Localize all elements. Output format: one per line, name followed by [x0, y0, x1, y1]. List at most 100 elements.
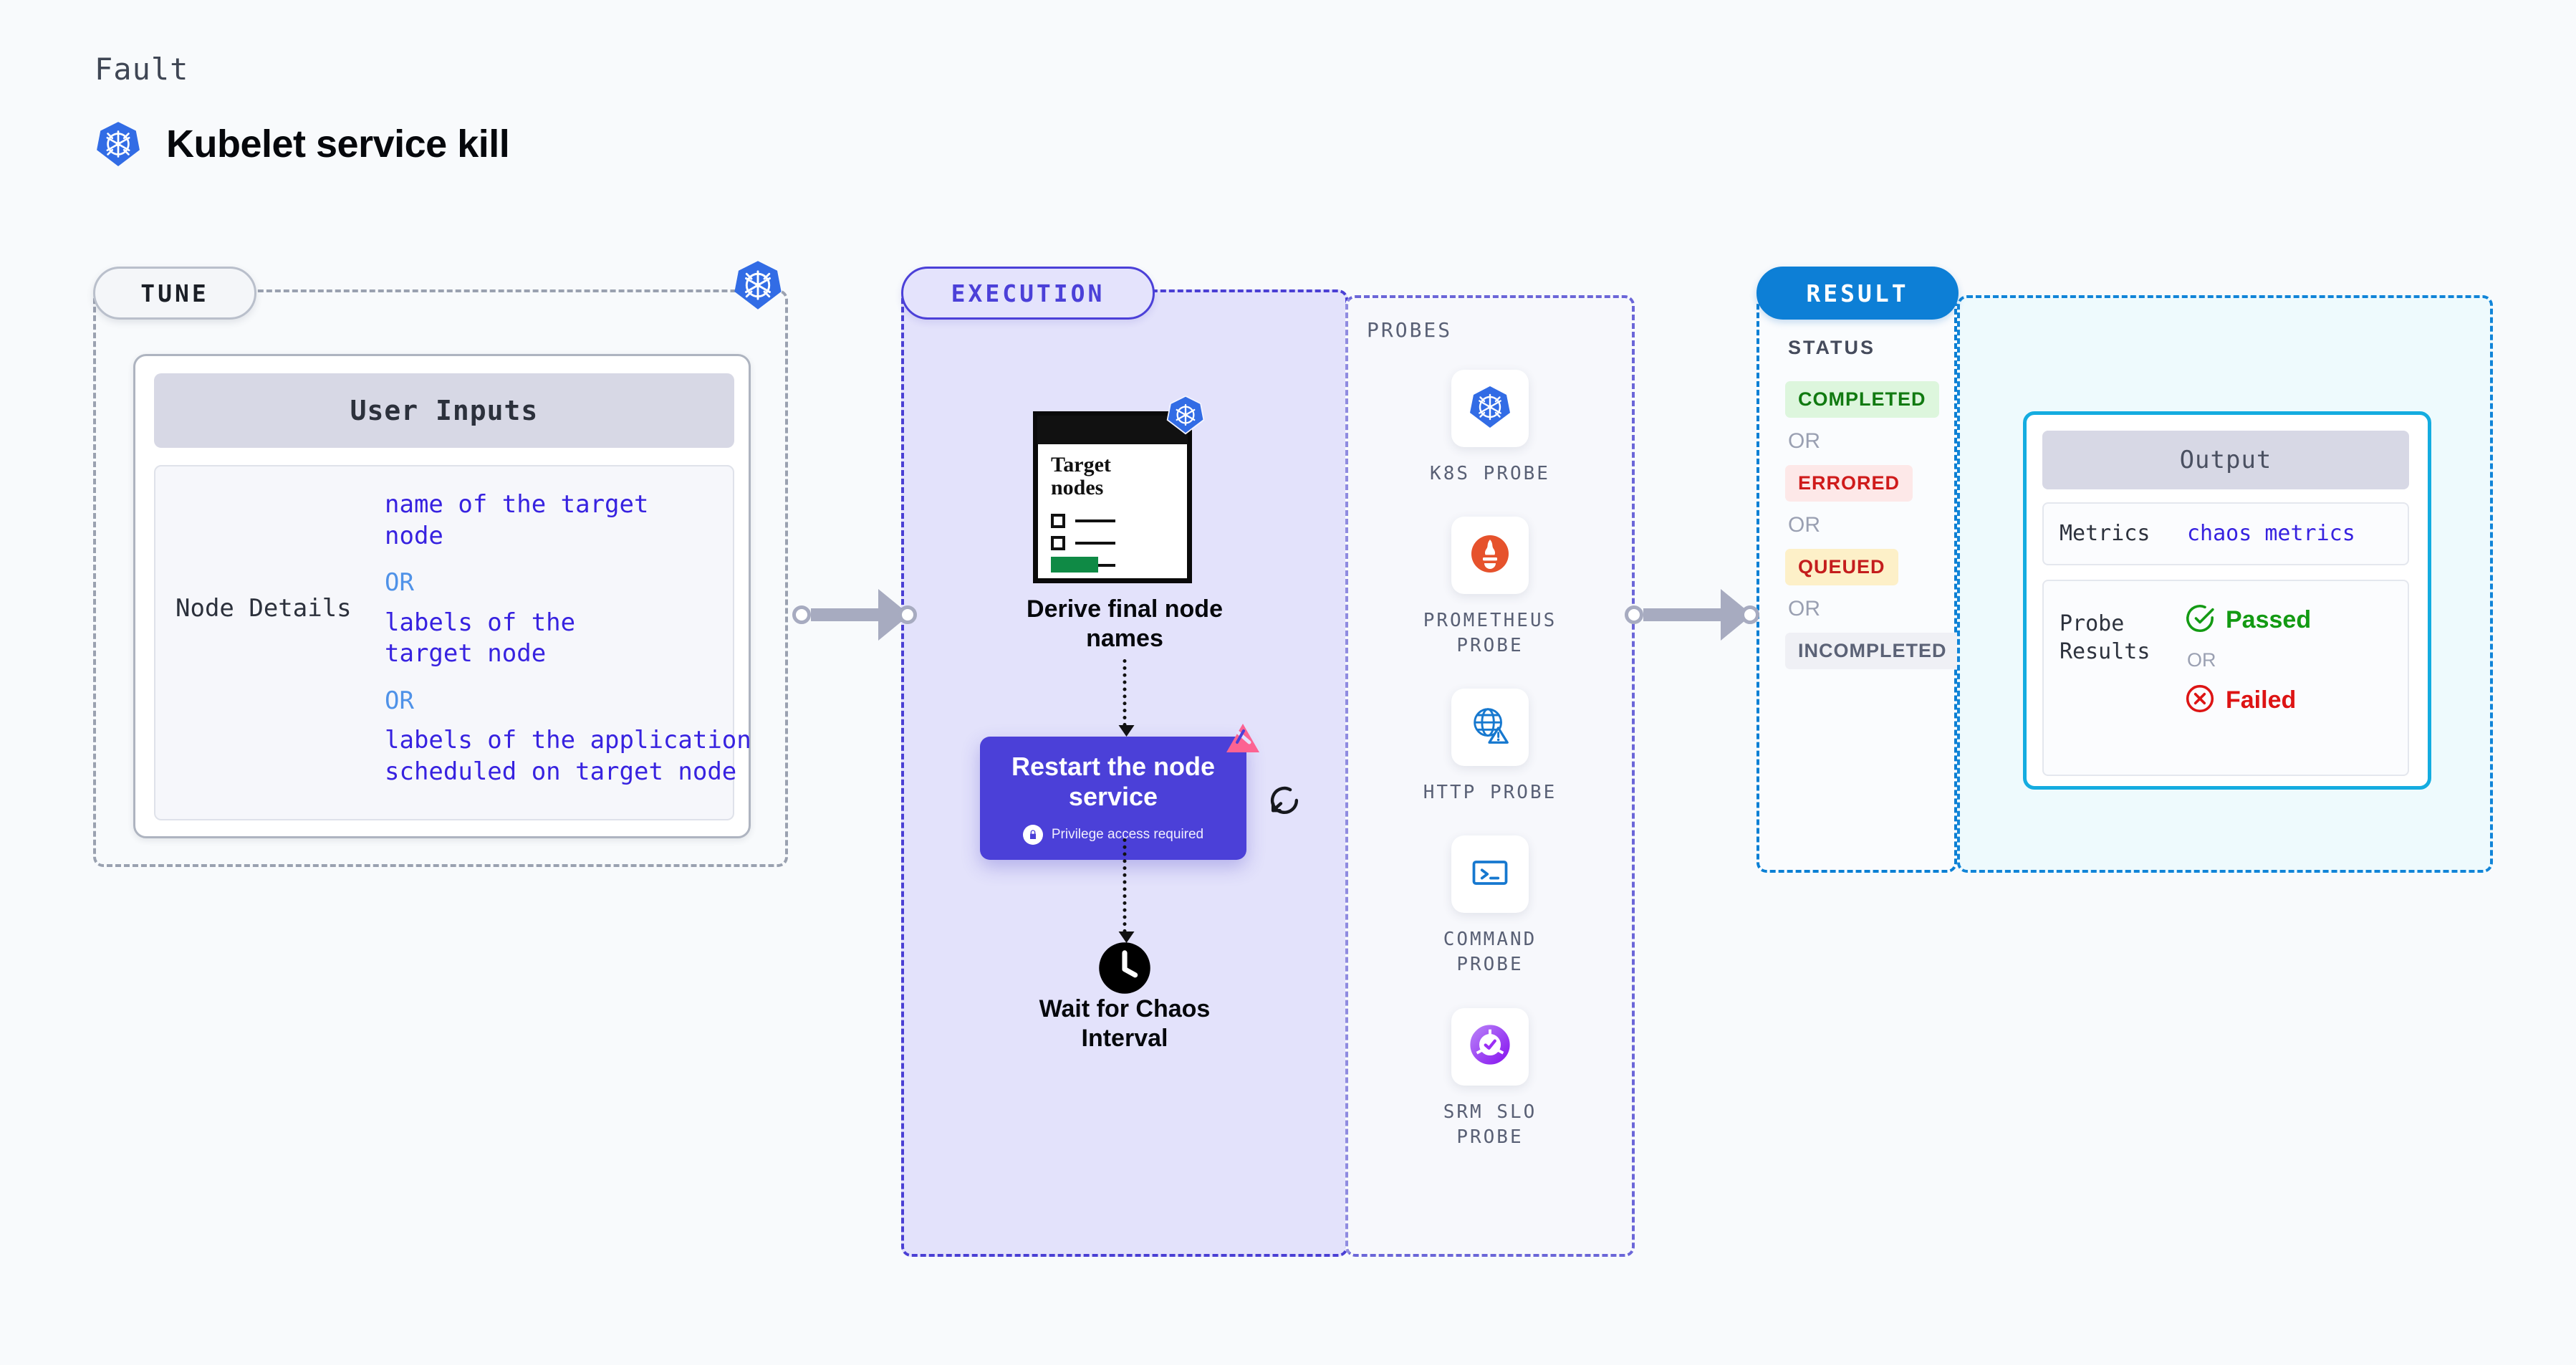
node-details-value-app-line2: scheduled on target node [385, 757, 737, 786]
step-label-derive-final-node-names: Derive final node names [1027, 595, 1223, 653]
connector-tune-to-execution [792, 589, 917, 641]
tune-section: User Inputs Node Details name of the tar… [93, 289, 788, 867]
flow-arrow-derive-to-restart [1123, 659, 1127, 727]
connector-end-dot [898, 605, 917, 624]
probe-item-command[interactable]: COMMAND PROBE [1345, 835, 1635, 977]
probe-tile [1451, 835, 1529, 914]
status-or-3: OR [1788, 597, 1820, 621]
status-badge: INCOMPLETED [1785, 633, 1960, 669]
probe-result-failed-label: Failed [2226, 686, 2297, 714]
page-title: Kubelet service kill [166, 123, 510, 166]
tune-section-pill: TUNE [93, 267, 256, 320]
result-section: Output Metrics chaos metrics Probe Resul… [1957, 295, 2493, 873]
line-placeholder [1075, 519, 1115, 522]
privilege-note: Privilege access required [1022, 825, 1204, 846]
probe-item-k8s[interactable]: K8S PROBE [1345, 370, 1635, 487]
connector-shaft [811, 608, 880, 621]
output-probe-results-values: Passed OR Failed [2184, 603, 2311, 718]
probe-item-http[interactable]: HTTP PROBE [1345, 689, 1635, 805]
user-inputs-body: Node Details name of the target node OR … [154, 465, 751, 820]
kubernetes-icon [95, 120, 142, 168]
chaos-action-restart-node-service[interactable]: Restart the node service Privilege acces… [980, 724, 1259, 860]
probe-tile [1451, 689, 1529, 767]
probe-result-or: OR [2187, 649, 2216, 671]
output-header: Output [2042, 431, 2409, 489]
tune-dashed-frame [93, 289, 788, 867]
status-badge-list: COMPLETED OR ERRORED OR QUEUED OR INCOMP… [1785, 381, 1960, 669]
user-inputs-header: User Inputs [154, 373, 734, 448]
status-or-1: OR [1788, 429, 1820, 453]
status-or-2: OR [1788, 513, 1820, 537]
probe-tile [1451, 370, 1529, 447]
probe-item-prometheus[interactable]: PROMETHEUS PROBE [1345, 517, 1635, 658]
privilege-note-text: Privilege access required [1051, 827, 1204, 843]
green-progress-block [1051, 557, 1098, 573]
probe-label: SRM SLO PROBE [1443, 1101, 1537, 1148]
output-row-probe-results: Probe Results Passed OR [2042, 580, 2409, 776]
prometheus-icon [1467, 531, 1513, 580]
line-placeholder [1075, 542, 1115, 545]
target-nodes-titlebar [1037, 416, 1188, 444]
probe-result-passed-label: Passed [2226, 606, 2312, 633]
loop-icon [1265, 781, 1304, 823]
user-inputs-card: User Inputs Node Details name of the tar… [133, 354, 751, 838]
probe-tile [1451, 1007, 1529, 1086]
chaos-action-title: Restart the node service [1011, 751, 1216, 811]
probes-dashed-frame [1345, 295, 1635, 1257]
step-label-wait-for-chaos-interval: Wait for Chaos Interval [1039, 995, 1211, 1053]
probe-label: COMMAND PROBE [1443, 929, 1537, 976]
http-globe-warning-icon [1468, 704, 1512, 752]
status-badge: QUEUED [1785, 549, 1898, 585]
output-card: Output Metrics chaos metrics Probe Resul… [2023, 411, 2431, 790]
node-details-or-1: OR [385, 568, 414, 598]
checkbox-icon [1051, 514, 1065, 528]
probe-label: K8S PROBE [1430, 463, 1550, 484]
x-circle-icon [2184, 683, 2216, 718]
node-details-label: Node Details [176, 594, 352, 623]
page-eyebrow: Fault [95, 52, 189, 87]
node-details-value-name-line1: name of the target [385, 490, 649, 519]
clock-icon-wrapper [901, 940, 1348, 1000]
terminal-icon [1469, 851, 1512, 898]
execution-flow: Target nodes [901, 289, 1348, 1257]
status-title: STATUS [1788, 337, 1875, 358]
status-badge: COMPLETED [1785, 381, 1939, 418]
node-details-value-name-line2: node [385, 521, 443, 550]
node-details-or-2: OR [385, 686, 414, 715]
tune-kubernetes-icon [732, 259, 784, 315]
result-section-pill: RESULT [1756, 267, 1959, 320]
probe-tile [1451, 517, 1529, 595]
target-nodes-card: Target nodes [1033, 395, 1205, 583]
probe-item-srm-slo[interactable]: SRM SLO PROBE [1345, 1007, 1635, 1150]
node-details-value-labels-line1: labels of the [385, 608, 576, 637]
clock-icon [1097, 940, 1153, 1000]
page-title-row: Kubelet service kill [95, 120, 510, 168]
output-row-metrics: Metrics chaos metrics [2042, 502, 2409, 565]
probe-label: PROMETHEUS PROBE [1423, 610, 1557, 657]
kubernetes-icon [1467, 384, 1513, 434]
connector-start-dot [792, 605, 811, 624]
connector-shaft [1643, 608, 1722, 621]
probes-section: PROBES [1345, 295, 1635, 1257]
probe-result-failed: Failed [2184, 683, 2311, 718]
output-probe-results-key: Probe Results [2060, 611, 2150, 664]
probe-result-passed: Passed [2184, 603, 2311, 638]
probe-label: HTTP PROBE [1423, 782, 1557, 804]
status-badge: ERRORED [1785, 465, 1913, 502]
connector-start-dot [1625, 605, 1643, 624]
litmus-icon [1224, 721, 1262, 763]
result-status-panel: STATUS COMPLETED OR ERRORED OR QUEUED OR… [1756, 295, 1960, 873]
list-item [1051, 536, 1115, 550]
probes-list: K8S PROBE PROMETHEUS [1345, 370, 1635, 1180]
checkbox-icon [1051, 536, 1065, 550]
target-nodes-title: Target nodes [1051, 453, 1111, 499]
list-item [1051, 514, 1115, 528]
flow-arrow-restart-to-wait [1123, 838, 1127, 933]
kubernetes-icon [1166, 395, 1206, 439]
connector-end-dot [1741, 605, 1759, 624]
connector-execution-to-result [1625, 589, 1759, 641]
node-details-value-app-line1: labels of the application [385, 726, 751, 755]
execution-section: Target nodes [901, 289, 1348, 1257]
output-metrics-value[interactable]: chaos metrics [2187, 521, 2355, 546]
node-details-values: name of the target node OR labels of the… [385, 489, 751, 787]
